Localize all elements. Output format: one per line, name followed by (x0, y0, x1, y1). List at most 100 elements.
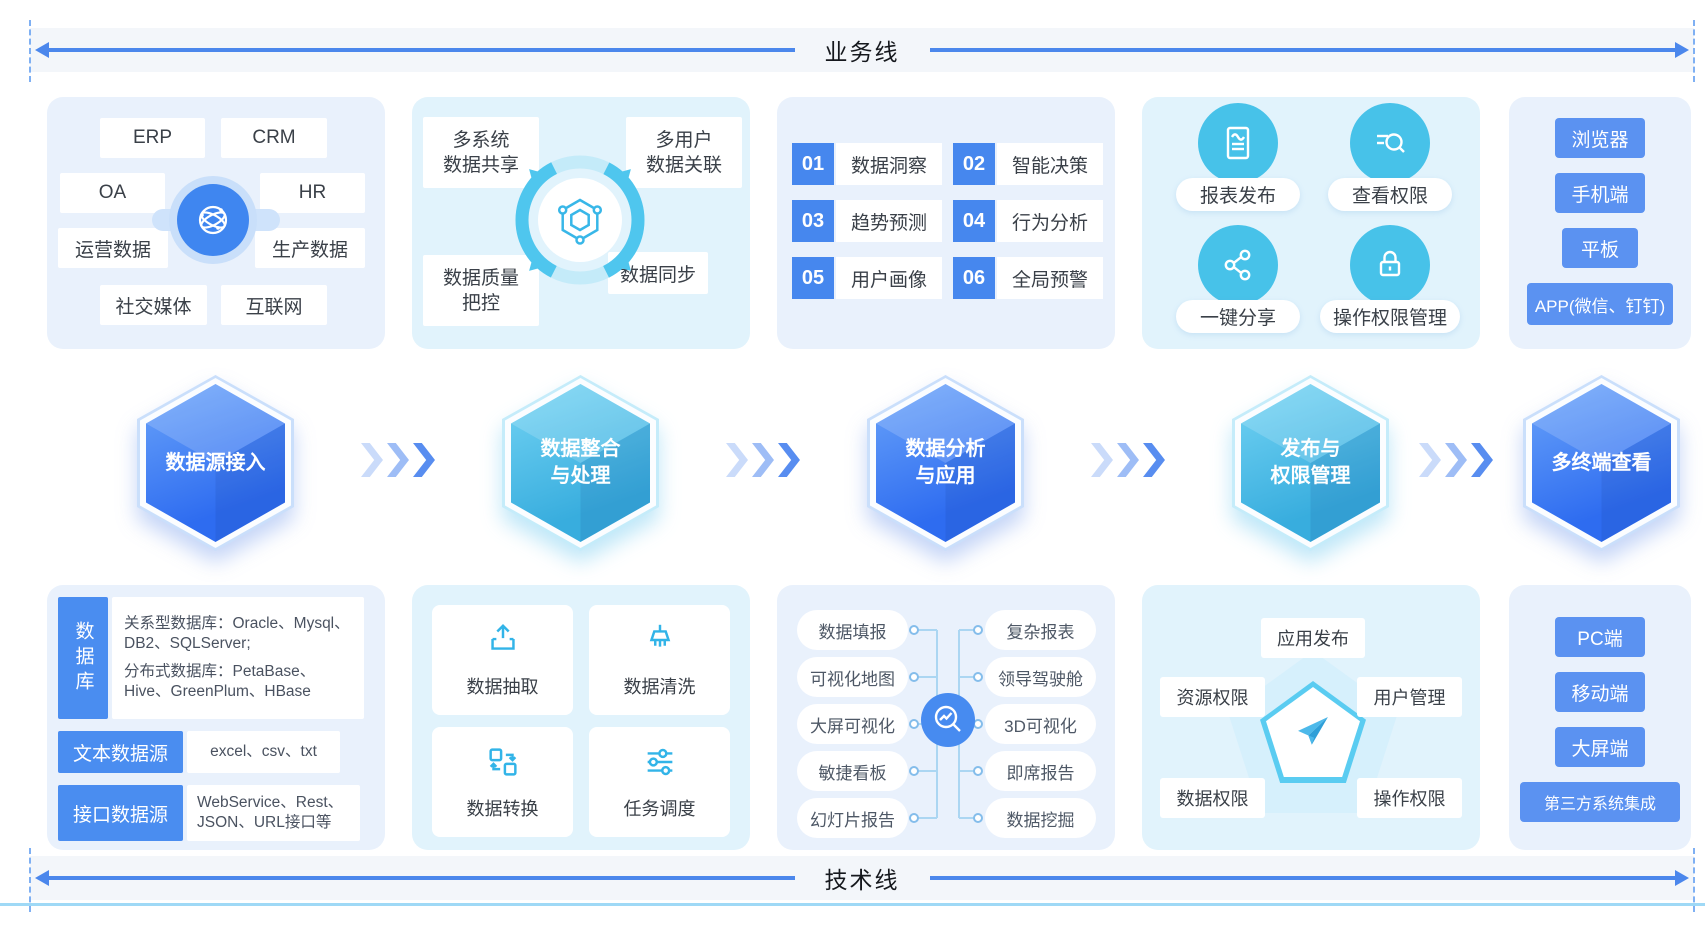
item-label: 全局预警 (997, 257, 1103, 299)
business-lane-band: 业务线 (30, 28, 1694, 72)
permission-label: 数据权限 (1160, 778, 1265, 818)
arrow-left-icon (35, 870, 49, 886)
arrow-left-icon (35, 42, 49, 58)
chip-line: 数据关联 (645, 154, 722, 176)
db-relational-text: 关系型数据库：Oracle、Mysql、DB2、SQLServer; (124, 614, 350, 653)
publish-label: 报表发布 (1176, 178, 1300, 211)
flow-chevrons-icon (361, 443, 435, 477)
card-data-sources: ERP CRM OA HR 运营数据 生产数据 社交媒体 互联网 (47, 97, 385, 349)
source-type-desc: WebService、Rest、JSON、URL接口等 (187, 785, 360, 841)
feature-pill: 数据填报 (797, 610, 908, 650)
integration-chip: 数据质量 把控 (423, 255, 539, 326)
chip-line: 多用户 (655, 129, 713, 151)
source-chip: 互联网 (221, 285, 327, 325)
hexagon-body (511, 384, 650, 542)
technology-lane-label: 技术线 (794, 861, 930, 895)
feature-pill: 大屏可视化 (797, 704, 908, 744)
card-terminals: 浏览器 手机端 平板 APP(微信、钉钉) (1509, 97, 1691, 349)
lock-icon (1350, 225, 1430, 305)
card-data-analysis: 01 数据洞察 02 智能决策 03 趋势预测 04 行为分析 05 用户画像 … (777, 97, 1115, 349)
source-type-tag: 接口数据源 (58, 785, 183, 841)
etl-label: 数据抽取 (466, 677, 539, 697)
chip-line: 多系统 (452, 129, 510, 151)
item-label: 智能决策 (997, 143, 1103, 185)
dashed-line-bottom-left (29, 848, 31, 912)
source-type-desc: 关系型数据库：Oracle、Mysql、DB2、SQLServer; 分布式数据… (112, 597, 364, 719)
flow-chevrons-icon (1091, 443, 1165, 477)
integration-chip: 多用户 数据关联 (626, 117, 742, 188)
etl-tile: 数据转换 (432, 727, 573, 837)
hexagon-label: 发布与权限管理 (1270, 438, 1351, 487)
item-number: 04 (953, 200, 995, 242)
db-distributed-text: 分布式数据库：PetaBase、Hive、GreenPlum、HBase (124, 662, 316, 700)
client-button: 第三方系统集成 (1520, 782, 1680, 822)
hexagon-step-data-analysis: 数据分析与应用 (867, 375, 1024, 551)
card-publish-permission: 报表发布 查看权限 一键分享 操作权限管理 (1142, 97, 1480, 349)
arrow-right-icon (1675, 42, 1689, 58)
flow-chevrons-icon (1419, 443, 1493, 477)
dashed-line-top-left (29, 20, 31, 82)
globe-network-icon (177, 184, 249, 256)
integration-chip: 多系统 数据共享 (423, 117, 539, 188)
arrow-right-icon (1675, 870, 1689, 886)
terminal-button: APP(微信、钉钉) (1527, 283, 1673, 325)
dashed-line-bottom-right (1693, 848, 1695, 912)
client-button: PC端 (1555, 617, 1645, 657)
hexagon-step-multi-terminal: 多终端查看 (1523, 375, 1680, 551)
item-label: 行为分析 (997, 200, 1103, 242)
source-chip: 社交媒体 (100, 285, 207, 325)
publish-label: 操作权限管理 (1320, 300, 1460, 333)
dashed-line-top-right (1693, 20, 1695, 82)
feature-pill: 复杂报表 (985, 610, 1096, 650)
technology-lane-band: 技术线 (30, 856, 1694, 900)
card-source-types: 数据库 关系型数据库：Oracle、Mysql、DB2、SQLServer; 分… (47, 585, 385, 850)
etl-tile: 数据抽取 (432, 605, 573, 715)
permission-label: 用户管理 (1357, 677, 1462, 717)
chart-magnifier-icon (921, 693, 975, 747)
source-chip: OA (60, 173, 165, 213)
source-type-desc: excel、csv、txt (187, 731, 340, 773)
transform-icon (484, 743, 522, 786)
hexagon-label: 多终端查看 (1551, 451, 1652, 474)
chip-line: 数据共享 (442, 154, 519, 176)
etl-tile: 数据清洗 (589, 605, 730, 715)
permission-label: 应用发布 (1261, 618, 1365, 658)
permission-label: 操作权限 (1357, 778, 1462, 818)
broom-icon (641, 621, 679, 664)
etl-label: 数据转换 (466, 799, 539, 819)
hexagon-step-publish-permission: 发布与权限管理 (1232, 375, 1389, 551)
item-number: 03 (792, 200, 834, 242)
feature-pill: 可视化地图 (797, 657, 908, 697)
etl-label: 任务调度 (623, 799, 696, 819)
item-label: 用户画像 (836, 257, 942, 299)
share-icon (1198, 225, 1278, 305)
etl-label: 数据清洗 (623, 677, 696, 697)
feature-pill: 幻灯片报告 (797, 798, 908, 838)
flow-chevrons-icon (726, 443, 800, 477)
permission-label: 资源权限 (1160, 677, 1265, 717)
terminal-button: 平板 (1562, 228, 1638, 268)
item-label: 数据洞察 (836, 143, 942, 185)
bottom-divider-line (0, 903, 1705, 906)
source-type-tag: 文本数据源 (58, 731, 183, 773)
card-data-integration: 多系统 数据共享 多用户 数据关联 数据质量 把控 数据同步 (412, 97, 750, 349)
item-number: 02 (953, 143, 995, 185)
card-analysis-features: 数据填报 可视化地图 大屏可视化 敏捷看板 幻灯片报告 复杂报表 领导驾驶舱 3… (777, 585, 1115, 850)
sources-hub (169, 176, 257, 264)
etl-tile: 任务调度 (589, 727, 730, 837)
feature-pill: 敏捷看板 (797, 751, 908, 791)
card-permission: 应用发布 资源权限 用户管理 数据权限 操作权限 (1142, 585, 1480, 850)
search-permission-icon (1350, 103, 1430, 183)
source-type-tag: 数据库 (58, 597, 108, 719)
source-chip: 运营数据 (58, 228, 168, 268)
terminal-button: 手机端 (1555, 173, 1645, 213)
source-chip: HR (260, 173, 365, 213)
source-chip: ERP (100, 118, 205, 158)
hexagon-label: 数据源接入 (165, 451, 266, 474)
feature-pill: 领导驾驶舱 (985, 657, 1096, 697)
source-chip: CRM (221, 118, 327, 158)
client-button: 移动端 (1555, 672, 1645, 712)
item-number: 06 (953, 257, 995, 299)
card-clients: PC端 移动端 大屏端 第三方系统集成 (1509, 585, 1691, 850)
hexagon-label: 数据整合与处理 (540, 438, 621, 487)
